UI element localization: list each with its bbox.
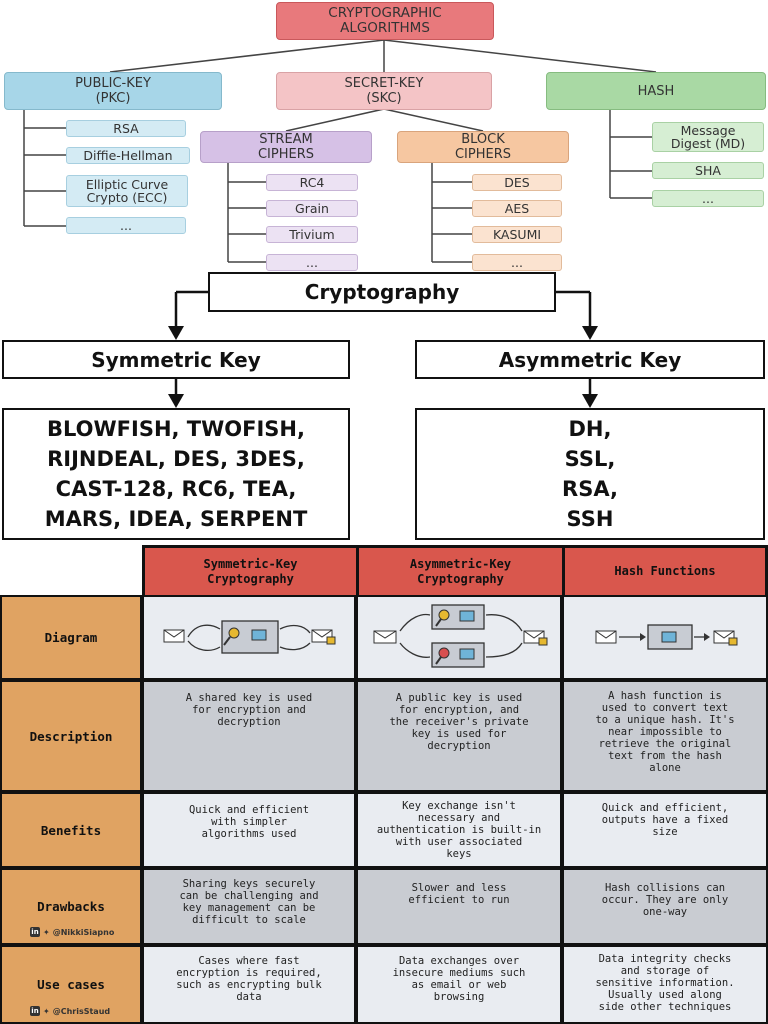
symmetric-algorithms-line: MARS, IDEA, SERPENT (44, 507, 308, 531)
symmetric-algorithms-list: BLOWFISH, TWOFISH, RIJNDEAL, DES, 3DES, … (2, 408, 350, 540)
table-header-hash: Hash Functions (562, 545, 768, 595)
hash-node: HASH (546, 72, 766, 110)
envelope-icon (163, 629, 185, 643)
stream-ciphers-node: STREAM CIPHERS (200, 131, 372, 163)
symmetric-diagram (163, 620, 336, 654)
locked-envelope-icon (523, 630, 548, 646)
asymmetric-algorithms-line: SSH (566, 507, 614, 531)
twitter-icon: ✦ (43, 1006, 50, 1016)
secret-key-node: SECRET-KEY (SKC) (276, 72, 492, 110)
linkedin-icon: in (30, 927, 40, 937)
pkc-item: Diffie-Hellman (66, 147, 190, 164)
row-head-description: Description (0, 680, 142, 792)
public-key-node: PUBLIC-KEY (PKC) (4, 72, 222, 110)
diagram-cell-hash (562, 595, 768, 680)
diagram-cell-symmetric (142, 595, 356, 680)
crypto-connectors (168, 290, 598, 408)
private-key-icon (431, 642, 485, 668)
pkc-item: ... (66, 217, 186, 234)
row-head-drawbacks: Drawbacks in ✦ @NikkiSiapno (0, 868, 142, 945)
description-symmetric: A shared key is used for encryption and … (142, 680, 356, 792)
credit-handle: @ChrisStaud (52, 1006, 111, 1016)
block-item: AES (472, 200, 562, 217)
stream-item: RC4 (266, 174, 358, 191)
hash-item: Message Digest (MD) (652, 122, 764, 152)
hash-item: ... (652, 190, 764, 207)
root-node: CRYPTOGRAPHIC ALGORITHMS (276, 2, 494, 40)
key-server-icon (221, 620, 279, 654)
stream-item: Trivium (266, 226, 358, 243)
asymmetric-algorithms-line: RSA, (562, 477, 618, 501)
row-head-benefits: Benefits (0, 792, 142, 868)
block-item: DES (472, 174, 562, 191)
symmetric-key-box: Symmetric Key (2, 340, 350, 379)
comparison-table: Symmetric-Key Cryptography Asymmetric-Ke… (0, 545, 768, 1024)
block-item: KASUMI (472, 226, 562, 243)
row-head-diagram: Diagram (0, 595, 142, 680)
block-item: ... (472, 254, 562, 271)
asymmetric-key-box: Asymmetric Key (415, 340, 765, 379)
asymmetric-algorithms-line: SSL, (564, 447, 616, 471)
envelope-icon (373, 630, 397, 644)
locked-envelope-icon (311, 629, 336, 645)
hash-function-icon (647, 624, 693, 650)
row-head-label: Drawbacks (37, 899, 105, 914)
row-head-label: Use cases (37, 977, 105, 992)
use-cases-asymmetric: Data exchanges over insecure mediums suc… (356, 945, 562, 1024)
use-cases-hash: Data integrity checks and storage of sen… (562, 945, 768, 1024)
asymmetric-diagram (373, 604, 548, 668)
asymmetric-algorithms-list: DH, SSL, RSA, SSH (415, 408, 765, 540)
drawbacks-hash: Hash collisions can occur. They are only… (562, 868, 768, 945)
envelope-icon (595, 630, 617, 644)
credit-chris: in ✦ @ChrisStaud (30, 1006, 110, 1016)
use-cases-symmetric: Cases where fast encryption is required,… (142, 945, 356, 1024)
public-key-icon (431, 604, 485, 630)
symmetric-algorithms-line: RIJNDEAL, DES, 3DES, (47, 447, 305, 471)
credit-nikki: in ✦ @NikkiSiapno (30, 927, 114, 937)
drawbacks-symmetric: Sharing keys securely can be challenging… (142, 868, 356, 945)
block-ciphers-node: BLOCK CIPHERS (397, 131, 569, 163)
asymmetric-algorithms-line: DH, (568, 417, 612, 441)
pkc-item: Elliptic Curve Crypto (ECC) (66, 175, 188, 207)
stream-item: Grain (266, 200, 358, 217)
symmetric-algorithms-line: BLOWFISH, TWOFISH, (47, 417, 305, 441)
hash-item: SHA (652, 162, 764, 179)
benefits-hash: Quick and efficient, outputs have a fixe… (562, 792, 768, 868)
pkc-item: RSA (66, 120, 186, 137)
locked-envelope-icon (713, 630, 738, 646)
table-header-asymmetric: Asymmetric-Key Cryptography (356, 545, 562, 595)
credit-handle: @NikkiSiapno (52, 927, 115, 937)
stream-item: ... (266, 254, 358, 271)
drawbacks-asymmetric: Slower and less efficient to run (356, 868, 562, 945)
twitter-icon: ✦ (43, 927, 50, 937)
cryptography-box: Cryptography (208, 272, 556, 312)
hash-diagram (595, 624, 738, 650)
row-head-use-cases: Use cases in ✦ @ChrisStaud (0, 945, 142, 1024)
description-asymmetric: A public key is used for encryption, and… (356, 680, 562, 792)
table-header-symmetric: Symmetric-Key Cryptography (142, 545, 356, 595)
linkedin-icon: in (30, 1006, 40, 1016)
symmetric-algorithms-line: CAST-128, RC6, TEA, (55, 477, 297, 501)
benefits-asymmetric: Key exchange isn't necessary and authent… (356, 792, 562, 868)
description-hash: A hash function is used to convert text … (562, 680, 768, 792)
benefits-symmetric: Quick and efficient with simpler algorit… (142, 792, 356, 868)
diagram-cell-asymmetric (356, 595, 562, 680)
